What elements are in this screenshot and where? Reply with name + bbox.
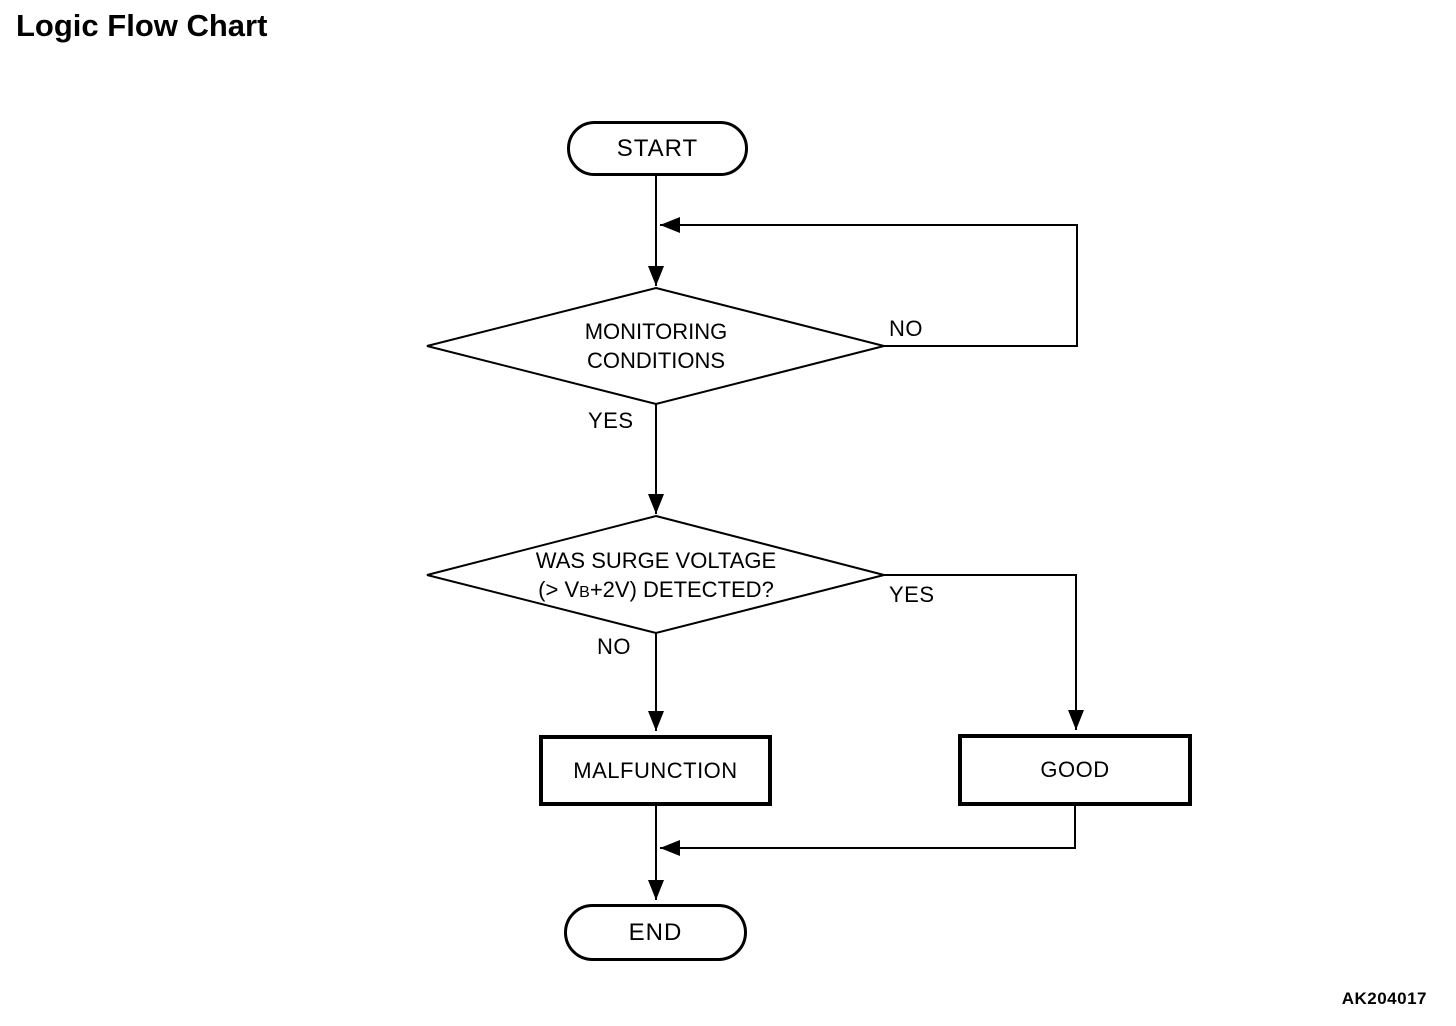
- surge-yes-arrow: [884, 574, 1084, 730]
- malfunction-node: MALFUNCTION: [539, 735, 772, 806]
- figure-code: AK204017: [1341, 989, 1427, 1008]
- monitoring-no-label: NO: [889, 316, 923, 341]
- surge-voltage-line1: WAS SURGE VOLTAGE: [535, 548, 777, 573]
- surge-voltage-diamond: [426, 514, 885, 635]
- surge-yes-label: YES: [889, 582, 935, 607]
- monitoring-no-loop-arrow: [660, 217, 1078, 347]
- monitoring-conditions-label: MONITORING CONDITIONS: [506, 317, 806, 375]
- end-node: END: [564, 904, 747, 961]
- surge-voltage-line2-subscript: B: [579, 584, 590, 601]
- good-node: GOOD: [958, 734, 1192, 806]
- good-node-label: GOOD: [1040, 757, 1110, 782]
- malfunction-node-label: MALFUNCTION: [573, 757, 738, 783]
- monitoring-conditions-line2: CONDITIONS: [586, 348, 726, 373]
- end-node-label: END: [628, 918, 683, 946]
- start-node-label: START: [616, 134, 699, 162]
- monitoring-conditions-diamond: [426, 286, 885, 406]
- monitoring-conditions-line1: MONITORING: [584, 319, 728, 344]
- page-title: Logic Flow Chart: [16, 8, 268, 43]
- start-node: START: [567, 121, 748, 176]
- surge-voltage-line2-post: +2V) DETECTED?: [589, 577, 774, 602]
- surge-voltage-label: WAS SURGE VOLTAGE (> VB+2V) DETECTED?: [476, 546, 836, 607]
- surge-voltage-line2-pre: (> V: [538, 577, 580, 602]
- good-merge-arrow: [660, 806, 1076, 856]
- surge-no-label: NO: [597, 634, 631, 659]
- surge-voltage-line2: (> VB+2V) DETECTED?: [476, 575, 836, 607]
- monitoring-yes-label: YES: [588, 408, 634, 433]
